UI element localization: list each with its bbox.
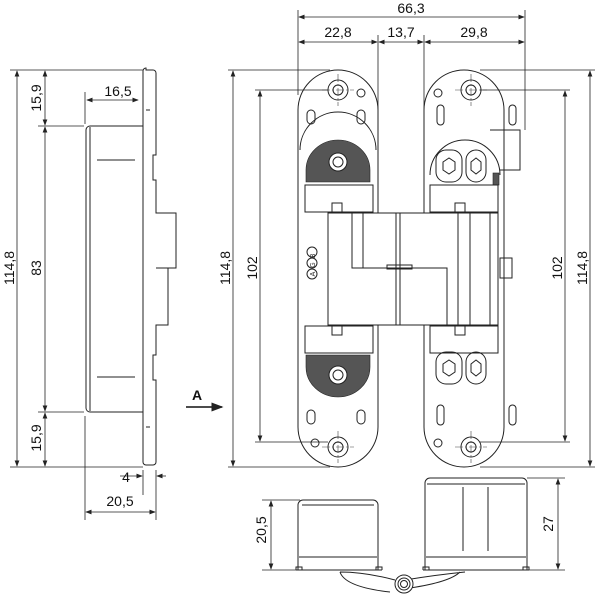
hinge-block (327, 202, 499, 336)
dim-overall-width: 66,3 (397, 0, 424, 16)
left-cup (295, 499, 383, 571)
dim-gap: 13,7 (387, 24, 414, 40)
agb-logo (306, 246, 318, 280)
dim-left-height: 114,8 (217, 251, 233, 285)
hinge-body-side (85, 125, 144, 413)
view-arrow-a: A (186, 387, 224, 412)
dim-left-depth: 20,5 (253, 516, 269, 543)
dim-total-depth: 20,5 (106, 493, 133, 509)
dim-bottom-offset: 15,9 (28, 424, 44, 451)
dim-right-height: 114,8 (574, 251, 590, 285)
dim-right-depth: 27 (540, 516, 556, 532)
pivot-arm (339, 571, 466, 594)
dim-total-height: 114,8 (1, 251, 17, 285)
dim-plate-thickness: 4 (122, 469, 130, 485)
left-leaf (297, 69, 379, 468)
dim-left-hole-spacing: 102 (244, 256, 260, 280)
front-view: 66,3 22,8 13,7 29,8 114,8 102 102 114,8 … (186, 0, 595, 468)
bottom-view: 20,5 27 (253, 477, 565, 594)
side-view: 114,8 15,9 83 15,9 16,5 4 20,5 (1, 67, 177, 520)
dim-body-inset: 16,5 (104, 83, 131, 99)
agb-logo-text: AGB (310, 250, 317, 277)
right-cup (422, 477, 530, 571)
dim-right-leaf: 29,8 (460, 24, 487, 40)
dim-left-leaf: 22,8 (324, 24, 351, 40)
dim-top-offset: 15,9 (28, 84, 44, 111)
view-arrow-label: A (192, 387, 202, 403)
mounting-plate (142, 67, 177, 466)
dim-right-hole-spacing: 102 (549, 256, 565, 280)
dim-body-height: 83 (28, 260, 44, 276)
